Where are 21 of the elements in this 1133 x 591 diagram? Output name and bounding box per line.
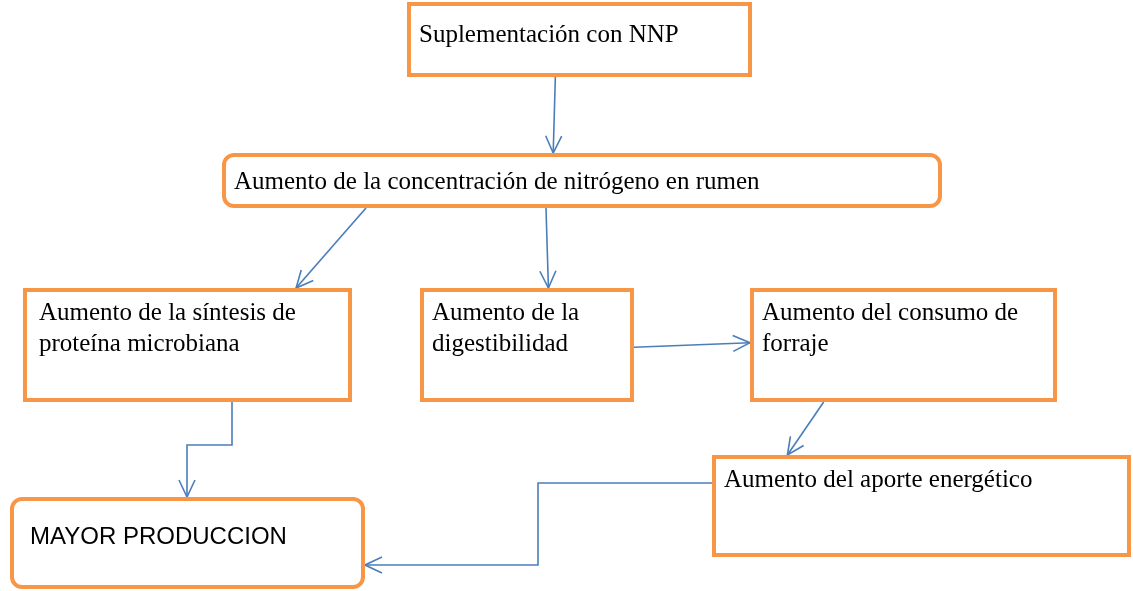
process-box: [712, 455, 1131, 557]
box-label: MAYOR PRODUCCION: [29, 521, 288, 551]
box-label: Aumento del aporte energético: [723, 464, 1034, 494]
arrow: [786, 401, 825, 456]
box-label: Suplementación con NNP: [418, 19, 680, 49]
arrow: [178, 401, 233, 498]
process-box: [407, 2, 752, 77]
arrow: [633, 334, 751, 353]
process-box: [23, 288, 352, 402]
box-label: Aumento del consumo de forraje: [761, 297, 1020, 359]
process-box: [420, 288, 634, 402]
arrow: [364, 482, 713, 574]
box-label: Aumento de la concentración de nitrógeno en rumen: [233, 166, 761, 196]
process-box: [222, 153, 942, 208]
arrow: [539, 207, 557, 289]
arrow: [295, 207, 367, 289]
process-box: [750, 288, 1057, 402]
box-label: Aumento de la síntesis de proteína microbiana: [38, 297, 297, 359]
arrow: [544, 76, 563, 154]
box-label: Aumento de la digestibilidad: [431, 297, 581, 359]
process-box: [10, 497, 365, 589]
